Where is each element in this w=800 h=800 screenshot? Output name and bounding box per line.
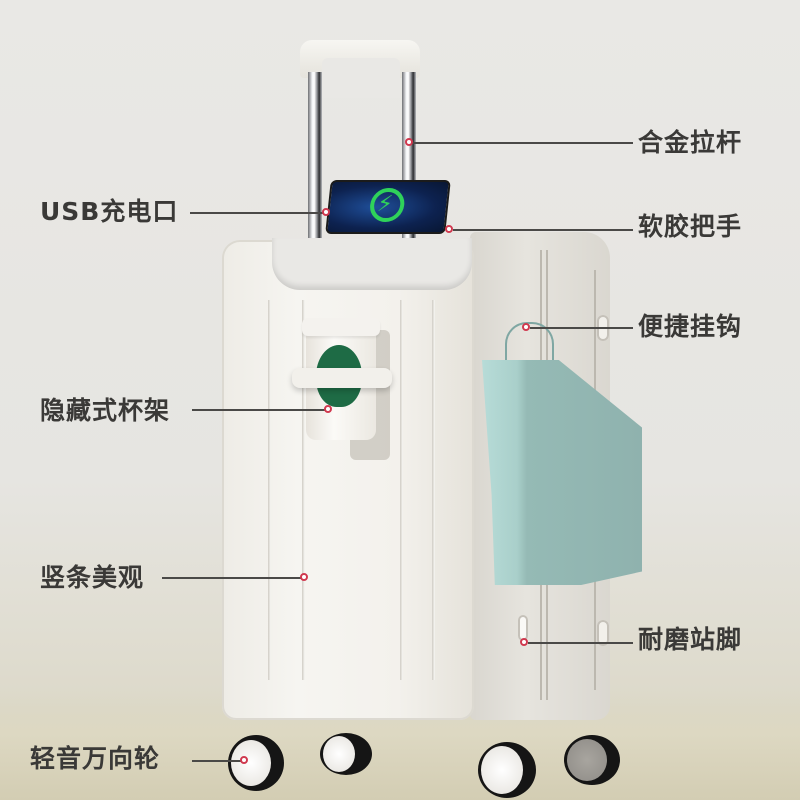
side-foot-bottom — [597, 620, 609, 646]
callout-stripes-label: 竖条美观 — [40, 563, 145, 592]
callout-trolley-dot — [405, 138, 413, 146]
charging-bolt-icon: ⚡ — [375, 192, 395, 217]
callout-usb-line — [190, 212, 326, 214]
top-notch — [272, 238, 472, 290]
wheel-front-right — [478, 742, 536, 798]
trolley-handle-gap — [322, 58, 400, 98]
vertical-stripe — [432, 300, 435, 680]
vertical-stripe — [302, 300, 305, 680]
callout-handle-line — [453, 229, 633, 231]
callout-stripes-line — [162, 577, 302, 579]
callout-wheels-label: 轻音万向轮 — [30, 744, 161, 773]
suitcase-front — [222, 240, 474, 720]
wheel-back-right — [564, 735, 620, 785]
callout-feet-label: 耐磨站脚 — [638, 625, 743, 654]
coffee-cup-lid — [302, 318, 380, 336]
callout-feet-dot — [520, 638, 528, 646]
callout-feet-line — [528, 642, 633, 644]
callout-cup-holder-label: 隐藏式杯架 — [40, 396, 171, 425]
wear-resistant-foot — [518, 615, 528, 641]
trolley-pole-left — [308, 72, 322, 272]
callout-handle-label: 软胶把手 — [638, 212, 743, 241]
cup-holder — [292, 368, 392, 388]
wheel-back-left — [320, 733, 372, 775]
vertical-stripe — [268, 300, 271, 680]
callout-hook-label: 便捷挂钩 — [638, 312, 743, 341]
wheel-front-left — [228, 735, 284, 791]
callout-cup-holder-dot — [324, 405, 332, 413]
callout-wheels-dot — [240, 756, 248, 764]
callout-usb-dot — [322, 208, 330, 216]
callout-handle-dot — [445, 225, 453, 233]
phone: ⚡ — [325, 180, 451, 234]
callout-cup-holder-line — [192, 409, 326, 411]
callout-hook-dot — [522, 323, 530, 331]
bag-handle — [505, 322, 554, 368]
callout-usb-label: USB充电口 — [40, 197, 179, 226]
callout-trolley-line — [413, 142, 633, 144]
callout-wheels-line — [192, 760, 242, 762]
callout-hook-line — [530, 327, 633, 329]
vertical-stripe — [400, 300, 403, 680]
callout-stripes-dot — [300, 573, 308, 581]
callout-trolley-label: 合金拉杆 — [638, 128, 743, 157]
gift-bag — [482, 360, 642, 585]
